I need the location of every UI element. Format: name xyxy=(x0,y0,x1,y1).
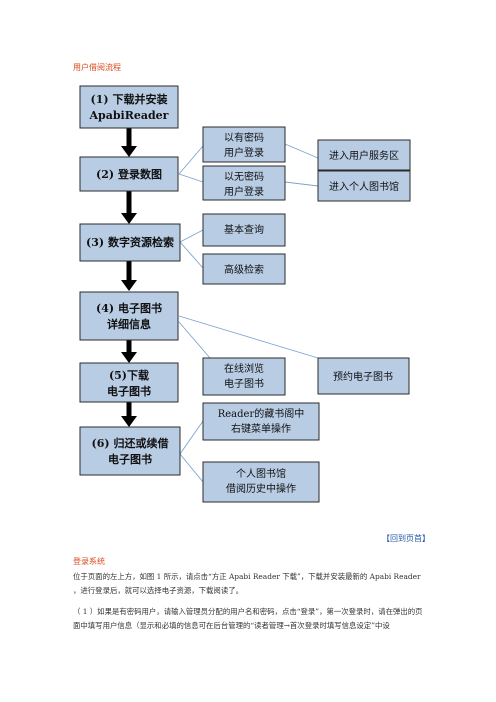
paragraph-1: 位于页面的左上方，如图 1 所示，请点击“方正 Apabi Reader 下载”… xyxy=(73,572,421,595)
step-box-4: (4) 电子图书 详细信息 xyxy=(79,291,179,341)
option-5-line2: 电子图书 xyxy=(224,377,264,390)
step-4-line1: (4) 电子图书 xyxy=(96,301,162,315)
page-heading: 用户借阅流程 xyxy=(73,63,121,72)
option-2-line1: 以无密码 xyxy=(224,170,264,183)
result-box-reserve-ebook: 预约电子图书 xyxy=(317,357,410,395)
result-2-label: 进入个人图书馆 xyxy=(329,180,399,193)
option-box-personal-library: 个人图书馆 借阅历史中操作 xyxy=(202,461,320,503)
back-to-top-link[interactable]: 【回到页首】 xyxy=(382,534,430,543)
step-box-3: (3) 数字资源检索 xyxy=(79,223,181,262)
step-1-line1: (1) 下载并安装 xyxy=(91,92,168,106)
branch-lines xyxy=(178,143,319,483)
step-4-line2: 详细信息 xyxy=(107,317,151,331)
option-4-line1: 高级检索 xyxy=(224,263,264,276)
result-3-label: 预约电子图书 xyxy=(333,370,393,383)
step-6-line2: 电子图书 xyxy=(108,452,152,466)
option-7-line2: 借阅历史中操作 xyxy=(226,482,296,495)
step-box-2: (2) 登录数图 xyxy=(79,156,179,192)
step-box-6: (6) 归还或续借 电子图书 xyxy=(79,426,181,476)
step-5-line1: (5)下载 xyxy=(109,368,149,382)
option-6-line2: 右键菜单操作 xyxy=(231,422,291,435)
step-3-line1: (3) 数字资源检索 xyxy=(86,235,174,249)
step-6-line1: (6) 归还或续借 xyxy=(92,436,169,450)
option-box-password-login: 以有密码 用户登录 xyxy=(202,126,286,163)
option-box-reader-bookshelf: Reader的藏书阁中 右键菜单操作 xyxy=(202,402,320,441)
option-7-line1: 个人图书馆 xyxy=(236,467,286,480)
option-3-line1: 基本查询 xyxy=(224,223,264,236)
option-1-line2: 用户登录 xyxy=(224,146,264,159)
step-1-line2: ApabiReader xyxy=(89,109,169,122)
option-box-no-password-login: 以无密码 用户登录 xyxy=(202,165,286,201)
option-2-line2: 用户登录 xyxy=(224,185,264,198)
result-box-user-service: 进入用户服务区 xyxy=(317,139,411,171)
step-2-line1: (2) 登录数图 xyxy=(96,167,162,181)
step-box-1: (1) 下载并安装 ApabiReader xyxy=(79,85,179,129)
option-box-advanced-search: 高级检索 xyxy=(202,253,286,285)
paragraph-2: （ 1 ）如果是有密码用户，请输入管理员分配的用户名和密码，点击“登录”，第一次… xyxy=(73,607,423,630)
option-5-line1: 在线浏览 xyxy=(224,362,264,375)
section-title: 登录系统 xyxy=(73,557,105,566)
result-box-personal-library: 进入个人图书馆 xyxy=(317,170,411,202)
option-box-online-browse: 在线浏览 电子图书 xyxy=(202,357,286,396)
step-box-5: (5)下载 电子图书 xyxy=(79,362,179,403)
result-1-label: 进入用户服务区 xyxy=(329,149,399,162)
option-6-line1: Reader的藏书阁中 xyxy=(218,407,305,420)
option-box-basic-search: 基本查询 xyxy=(202,213,286,247)
step-arrows xyxy=(121,128,137,427)
step-5-line2: 电子图书 xyxy=(107,384,151,398)
option-1-line1: 以有密码 xyxy=(224,131,264,144)
